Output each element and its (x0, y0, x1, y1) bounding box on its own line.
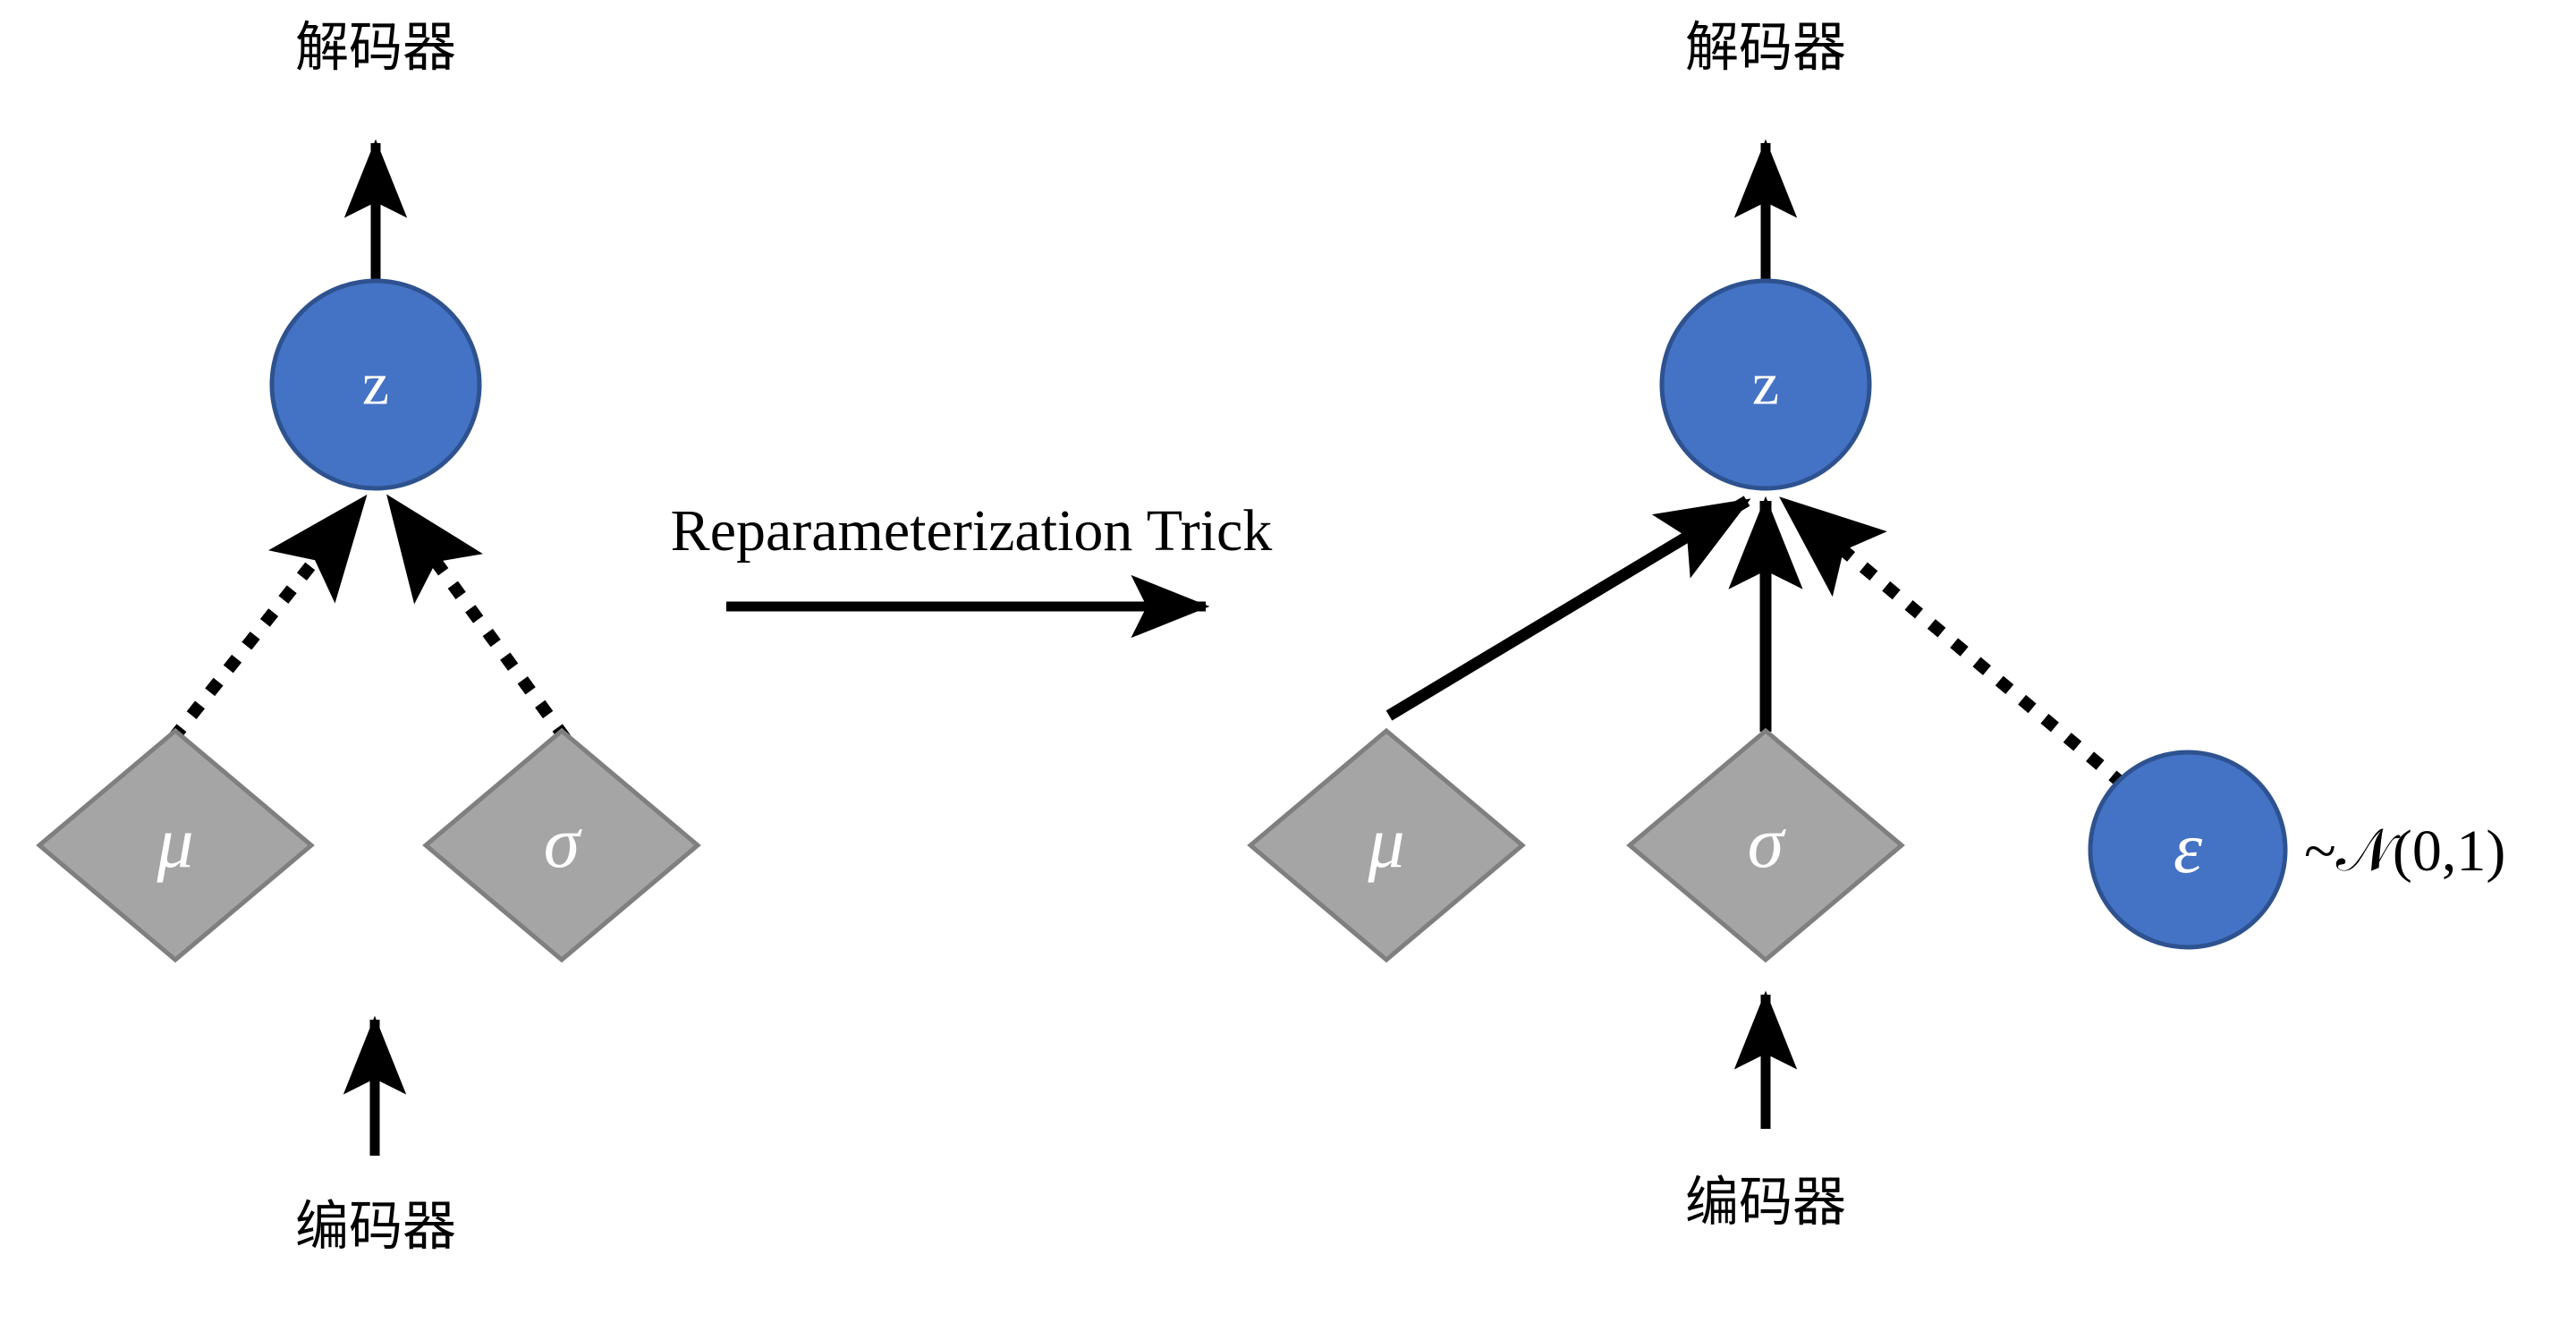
right-node-sigma[interactable]: σ (1626, 727, 1905, 963)
right-panel: μ σ ε z ~𝒩(0,1) 解码器 编码器 (1247, 17, 2505, 1234)
left-panel: μ σ z 解码器 编码器 (36, 17, 701, 1259)
right-decoder-label: 解码器 (1685, 17, 1846, 80)
right-mu-diamond-shape (1247, 727, 1526, 963)
left-edge-mu-to-z (168, 494, 368, 742)
left-mu-diamond-shape (36, 727, 315, 963)
left-sigma-diamond-shape (422, 727, 701, 963)
right-epsilon-label: ε (2174, 807, 2203, 888)
left-node-z[interactable]: z (269, 278, 482, 491)
right-node-mu[interactable]: μ (1247, 727, 1526, 963)
right-sigma-label: σ (1748, 801, 1787, 883)
left-mu-label: μ (156, 801, 193, 883)
right-z-label: z (1752, 350, 1779, 418)
transform-label: Reparameterization Trick (671, 498, 1273, 564)
left-node-sigma[interactable]: σ (422, 727, 701, 963)
right-mu-label: μ (1367, 801, 1404, 883)
left-z-circle-shape (269, 278, 482, 491)
left-edge-sigma-to-z (386, 494, 571, 742)
left-node-mu[interactable]: μ (36, 727, 315, 963)
right-edge-mu-to-z (1385, 496, 1751, 721)
right-node-z[interactable]: z (1659, 278, 1872, 491)
left-sigma-label: σ (544, 801, 583, 883)
left-decoder-label: 解码器 (295, 17, 456, 80)
epsilon-distribution-label: ~𝒩(0,1) (2304, 818, 2505, 884)
right-sigma-diamond-shape (1626, 727, 1905, 963)
transform-group: Reparameterization Trick (671, 498, 1273, 639)
left-z-label: z (362, 350, 389, 418)
left-encoder-label: 编码器 (295, 1196, 456, 1259)
right-node-epsilon[interactable]: ε (2088, 750, 2288, 950)
right-epsilon-circle-shape (2088, 750, 2288, 950)
right-encoder-label: 编码器 (1685, 1172, 1846, 1234)
right-edge-epsilon-to-z (1779, 496, 2127, 789)
right-z-circle-shape (1659, 278, 1872, 491)
